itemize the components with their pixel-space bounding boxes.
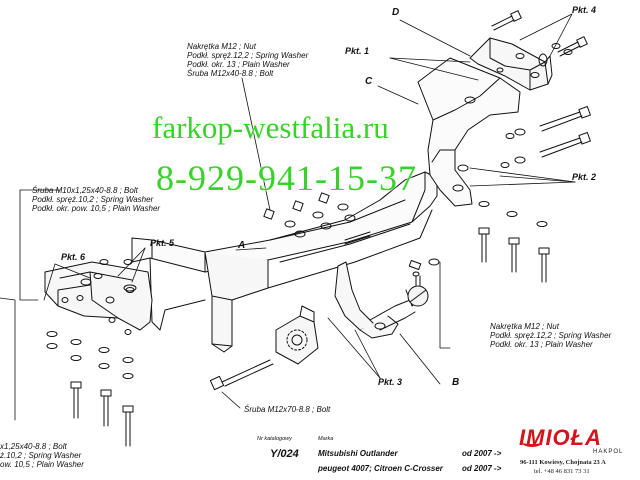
callout-line: ż.10,2 ; Spring Washer bbox=[0, 451, 82, 460]
watermark-site: farkop-westfalia.ru bbox=[152, 110, 389, 145]
callout-line: Podkł. okr. pow. 10,5 ; Plain Washer bbox=[32, 204, 161, 213]
callout-line: x1,25x40-8.8 ; Bolt bbox=[0, 442, 67, 451]
left-bracket bbox=[44, 261, 153, 335]
tow-ball-b bbox=[334, 258, 440, 339]
brand-phone: tel. +48 46 831 73 31 bbox=[534, 468, 590, 475]
callout-line: Podkł. okr. 13 ; Plain Washer bbox=[187, 60, 290, 69]
callout-line: Podkł. spręż.12,2 ; Spring Washer bbox=[187, 51, 309, 60]
callout-line: Nakrętka M12 ; Nut bbox=[490, 322, 559, 331]
year-2: od 2007 -> bbox=[462, 464, 502, 473]
catalog-label: Nr katalogowy bbox=[257, 436, 292, 442]
leader-lines bbox=[0, 13, 576, 421]
brand-sub: HAKPOL bbox=[593, 449, 624, 455]
point-label-6: Pkt. 6 bbox=[61, 252, 86, 262]
catalog-number: Y/024 bbox=[270, 448, 299, 460]
callout-bottom-bolt: Śruba M12x70-8.8 ; Bolt bbox=[244, 405, 331, 414]
socket-plate bbox=[275, 305, 319, 365]
bolt-stack-left bbox=[46, 331, 134, 447]
brand-swoosh-icon bbox=[522, 438, 542, 447]
part-label-a: A bbox=[238, 240, 246, 251]
brand-logo: IMIOŁA bbox=[519, 425, 602, 450]
point-label-2: Pkt. 2 bbox=[572, 172, 597, 182]
bottom-bolt bbox=[209, 359, 274, 391]
marka-label: Marka bbox=[318, 436, 334, 442]
point-label-3: Pkt. 3 bbox=[378, 377, 403, 387]
part-label-c: C bbox=[365, 76, 373, 87]
part-label-b: B bbox=[452, 377, 460, 388]
callout-line: Nakrętka M12 ; Nut bbox=[187, 42, 256, 51]
callout-top-left: Nakrętka M12 ; Nut Podkł. spręż.12,2 ; S… bbox=[187, 42, 308, 78]
callout-bottom-left: x1,25x40-8.8 ; Bolt ż.10,2 ; Spring Wash… bbox=[0, 442, 84, 469]
cross-beam-a bbox=[131, 171, 438, 353]
vehicle-1: Mitsubishi Outlander bbox=[318, 449, 398, 458]
callout-right: Nakrętka M12 ; Nut Podkł. spręż.12,2 ; S… bbox=[490, 322, 611, 349]
point-label-1: Pkt. 1 bbox=[345, 46, 370, 56]
right-bracket-c bbox=[417, 57, 521, 207]
callout-mid-left: Śruba M10x1,25x40-8.8 ; Bolt Podkł. sprę… bbox=[32, 186, 160, 213]
point-label-4: Pkt. 4 bbox=[572, 5, 597, 15]
callout-line: Śruba M10x1,25x40-8.8 ; Bolt bbox=[32, 186, 138, 195]
watermark-phone: 8-929-941-15-37 bbox=[156, 158, 417, 198]
callout-line: Śruba M12x40-8.8 ; Bolt bbox=[187, 69, 274, 78]
brand-address: 96-111 Kowiesy, Chojnata 23 A bbox=[520, 459, 606, 466]
callout-line: Podkł. spręż.10,2 ; Spring Washer bbox=[32, 195, 154, 204]
part-label-d: D bbox=[392, 7, 400, 18]
callout-line: ow. 10,5 ; Plain Washer bbox=[0, 460, 84, 469]
year-1: od 2007 -> bbox=[462, 449, 502, 458]
nut-cluster-middle bbox=[263, 192, 371, 245]
callout-line: Podkł. spręż.12,2 ; Spring Washer bbox=[490, 331, 612, 340]
bolt-set-right bbox=[500, 106, 591, 168]
bolt-stack-right bbox=[478, 201, 550, 283]
bracket-d bbox=[469, 37, 553, 91]
bolt-set-pkt4 bbox=[491, 10, 588, 57]
callout-line: Podkł. okr. 13 ; Plain Washer bbox=[490, 340, 593, 349]
vehicle-2: peugeot 4007; Citroen C-Crosser bbox=[318, 464, 443, 473]
point-label-5: Pkt. 5 bbox=[150, 238, 175, 248]
